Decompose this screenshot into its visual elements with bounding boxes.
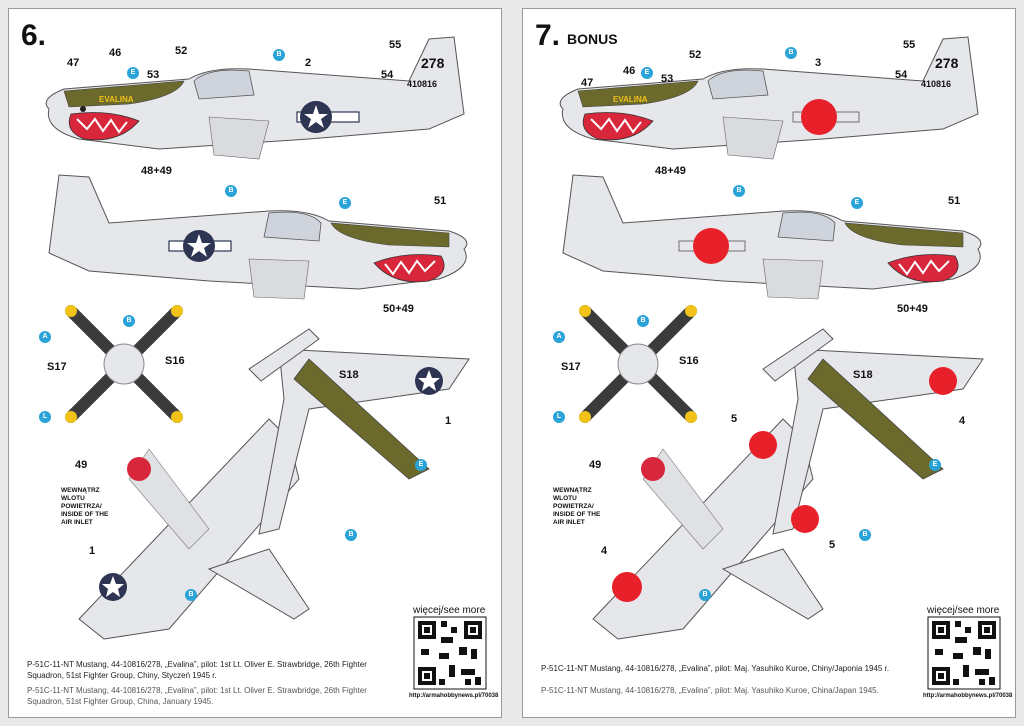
- paint-badge-b: B: [733, 185, 745, 197]
- callout-S18: S18: [339, 369, 359, 381]
- callout-S18: S18: [853, 369, 873, 381]
- underside-view: [78, 418, 310, 640]
- callout-47: 47: [581, 77, 594, 89]
- callout-S16: S16: [679, 355, 699, 367]
- paint-badge-b: B: [345, 529, 357, 541]
- paint-badge-b: B: [859, 529, 871, 541]
- callout-3: 3: [815, 57, 822, 69]
- paint-badge-e: E: [415, 459, 427, 471]
- top-view: [762, 328, 984, 535]
- callout-50-49: 50+49: [897, 303, 928, 315]
- paint-badge-a: A: [553, 331, 565, 343]
- paint-badge-b: B: [637, 315, 649, 327]
- callout-S17: S17: [561, 361, 581, 373]
- callout-47: 47: [67, 57, 80, 69]
- propeller-view: [65, 305, 183, 423]
- callout-46: 46: [109, 47, 122, 59]
- callout-4: 4: [601, 545, 608, 557]
- callout-5: 5: [731, 413, 738, 425]
- air-inlet-note: WEWNĄTRZ WLOTU POWIETRZA/ INSIDE OF THE …: [61, 487, 109, 526]
- callout-46: 46: [623, 65, 636, 77]
- callout-2: 2: [305, 57, 312, 69]
- paint-badge-b: B: [699, 589, 711, 601]
- callout-52: 52: [689, 49, 702, 61]
- tail-number: 278: [421, 55, 445, 71]
- callout-48-49: 48+49: [141, 165, 172, 177]
- tail-number: 278: [935, 55, 959, 71]
- callout-51: 51: [434, 195, 447, 207]
- paint-badge-l: L: [553, 411, 565, 423]
- qr-caption: więcej/see more: [927, 605, 1000, 616]
- nose-art-name: EVALINA: [99, 95, 134, 104]
- paint-badge-e: E: [127, 67, 139, 79]
- decal-sheet-7: 7. BONUS: [522, 8, 1016, 718]
- callout-53: 53: [661, 73, 674, 85]
- side-view-right: [48, 174, 468, 300]
- callout-50-49: 50+49: [383, 303, 414, 315]
- qr-caption: więcej/see more: [413, 605, 486, 616]
- paint-badge-e: E: [851, 197, 863, 209]
- callout-S17: S17: [47, 361, 67, 373]
- paint-badge-b: B: [185, 589, 197, 601]
- callout-49: 49: [589, 459, 602, 471]
- caption-polish: P-51C-11-NT Mustang, 44-10816/278, „Eval…: [541, 664, 890, 673]
- propeller-view: [579, 305, 697, 423]
- callout-48-49: 48+49: [655, 165, 686, 177]
- aircraft-artwork: [559, 36, 1001, 690]
- callout-49: 49: [75, 459, 88, 471]
- caption-english: P-51C-11-NT Mustang, 44-10816/278, „Eval…: [27, 686, 367, 706]
- callout-55: 55: [903, 39, 916, 51]
- profile-number: 6.: [21, 19, 47, 52]
- aircraft-artwork: [45, 36, 487, 690]
- nose-art-name: EVALINA: [613, 95, 648, 104]
- callout-54: 54: [381, 69, 394, 81]
- callout-S16: S16: [165, 355, 185, 367]
- paint-badge-e: E: [641, 67, 653, 79]
- qr-url: http://armahobbynews.pl/70038: [923, 693, 1013, 699]
- callout-1b: 1: [445, 415, 452, 427]
- callout-52: 52: [175, 45, 188, 57]
- qr-url: http://armahobbynews.pl/70038: [409, 693, 499, 699]
- serial-number: 410816: [921, 79, 952, 89]
- side-view-right: [562, 174, 982, 300]
- serial-number: 410816: [407, 79, 438, 89]
- bonus-label: BONUS: [567, 31, 618, 47]
- qr-code: [927, 616, 1001, 690]
- underside-view: [592, 418, 824, 640]
- profile-number: 7.: [535, 19, 561, 52]
- paint-badge-b: B: [785, 47, 797, 59]
- paint-badge-e: E: [339, 197, 351, 209]
- callout-55: 55: [389, 39, 402, 51]
- qr-code: [413, 616, 487, 690]
- callout-1: 1: [89, 545, 96, 557]
- paint-badge-b: B: [225, 185, 237, 197]
- callout-54: 54: [895, 69, 908, 81]
- side-view-left: [559, 36, 979, 160]
- callout-53: 53: [147, 69, 160, 81]
- caption-polish: P-51C-11-NT Mustang, 44-10816/278, „Eval…: [27, 660, 367, 680]
- callout-4b: 4: [959, 415, 966, 427]
- callout-51: 51: [948, 195, 961, 207]
- callout-5b: 5: [829, 539, 836, 551]
- paint-badge-b: B: [123, 315, 135, 327]
- paint-badge-l: L: [39, 411, 51, 423]
- paint-badge-b: B: [273, 49, 285, 61]
- decal-sheet-6: 6.: [8, 8, 502, 718]
- top-view: [248, 328, 470, 535]
- caption-english: P-51C-11-NT Mustang, 44-10816/278, „Eval…: [541, 686, 879, 695]
- side-view-left: [45, 36, 465, 160]
- air-inlet-note: WEWNĄTRZ WLOTU POWIETRZA/ INSIDE OF THE …: [553, 487, 601, 526]
- paint-badge-e: E: [929, 459, 941, 471]
- paint-badge-a: A: [39, 331, 51, 343]
